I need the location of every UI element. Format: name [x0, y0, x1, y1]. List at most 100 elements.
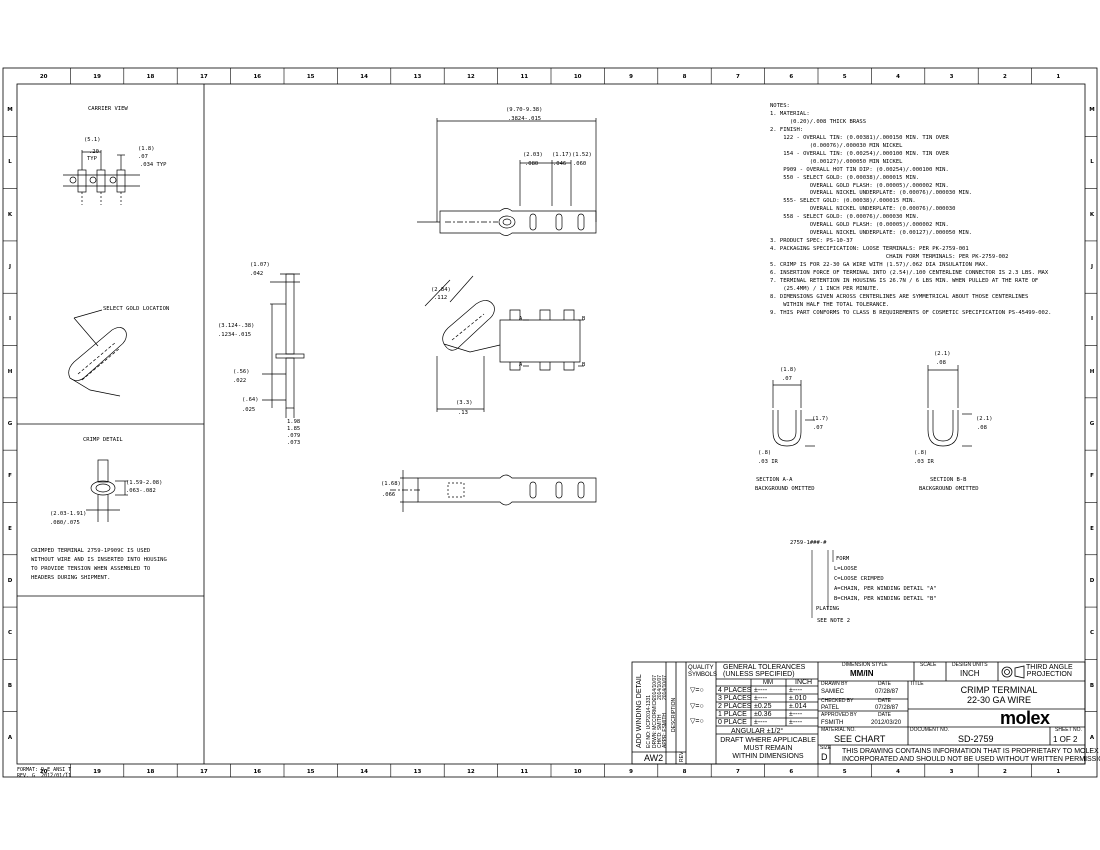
- rev-label: REV: [679, 751, 685, 762]
- scale-label: SCALE: [920, 662, 937, 668]
- zone-row-l-H: H: [7, 368, 13, 375]
- iso-section-b-top: B: [582, 316, 586, 322]
- design-units: INCH: [960, 669, 980, 678]
- quality-symbol-1: ▽=○: [690, 687, 704, 694]
- crimp-note: CRIMPED TERMINAL 2759-1P909C IS USED WIT…: [31, 548, 167, 581]
- zone-col-bot-11: 11: [520, 769, 529, 775]
- zone-col-bot-13: 13: [413, 769, 422, 775]
- note-line: OVERALL GOLD FLASH: (0.00005)/.000002 MI…: [770, 222, 949, 229]
- carrier-view-title: CARRIER VIEW: [88, 106, 128, 112]
- section-aa-dim-ir: (.8): [758, 450, 772, 456]
- zone-col-top-12: 12: [467, 74, 475, 80]
- rev-date-3: 2014/10/07: [662, 674, 668, 700]
- design-units-label: DESIGN UNITS: [952, 662, 988, 668]
- zone-col-top-20: 20: [39, 74, 48, 80]
- zone-row-r-C: C: [1089, 630, 1095, 637]
- zone-row-r-A: A: [1089, 734, 1095, 741]
- material-no: SEE CHART: [834, 734, 886, 744]
- zone-row-r-B: B: [1089, 682, 1095, 689]
- crimp-dim-a-in: .063-.082: [126, 488, 156, 494]
- zone-col-bot-2: 2: [1002, 769, 1007, 775]
- zone-col-bot-19: 19: [93, 769, 101, 775]
- rev-title: ADD WINDING DETAIL: [636, 674, 643, 748]
- zone-row-l-K: K: [7, 211, 13, 218]
- zone-col-bot-1: 1: [1056, 769, 1061, 775]
- zone-col-top-5: 5: [842, 74, 847, 80]
- drawn-date-label: DATE: [878, 681, 891, 687]
- zone-col-bot-17: 17: [200, 769, 208, 775]
- note-line: 3. PRODUCT SPEC: PS-10-37: [770, 238, 853, 245]
- zone-row-l-C: C: [7, 630, 13, 637]
- dim-style: MM/IN: [850, 669, 874, 678]
- iso-section-a-top: A: [519, 316, 523, 322]
- zone-col-top-11: 11: [520, 74, 529, 80]
- part-code-form: FORM: [836, 556, 850, 562]
- zone-col-top-7: 7: [735, 74, 740, 80]
- iso-dim-angle: (2.84): [431, 287, 451, 293]
- zone-row-l-J: J: [8, 264, 12, 271]
- drawn-by: SAMIEC: [821, 689, 845, 695]
- section-bb-dim-w: (2.1): [934, 351, 951, 357]
- section-bb-sketch: [927, 365, 972, 447]
- iso-dim-width: (3.3): [456, 400, 473, 406]
- top-dim-2: (1.17): [552, 152, 572, 158]
- note-line: 1. MATERIAL:: [770, 110, 810, 117]
- zone-row-l-F: F: [8, 473, 12, 480]
- zone-col-top-14: 14: [360, 74, 368, 80]
- note-line: 7. TERMINAL RETENTION IN HOUSING IS 26.7…: [770, 277, 1039, 284]
- zone-col-bot-15: 15: [306, 769, 315, 775]
- carrier-dim-pitch-in: .20: [89, 149, 99, 155]
- zone-col-bot-20: 20: [39, 769, 48, 775]
- tol-label: 4 PLACES: [718, 687, 752, 694]
- section-bb-sub: BACKGROUND OMITTED: [919, 486, 979, 492]
- zone-col-top-18: 18: [146, 74, 155, 80]
- approved-date: 2012/03/20: [871, 720, 902, 726]
- note-line: 4. PACKAGING SPECIFICATION: LOOSE TERMIN…: [770, 246, 969, 253]
- zone-row-r-D: D: [1089, 577, 1095, 584]
- zone-col-bot-12: 12: [467, 769, 475, 775]
- general-notes: NOTES:1. MATERIAL: (0.20)/.008 THICK BRA…: [770, 103, 1051, 318]
- section-bb-dim-ir-in: .03 IR: [914, 459, 934, 465]
- zone-row-l-L: L: [8, 159, 12, 166]
- crimp-detail-title: CRIMP DETAIL: [83, 437, 123, 443]
- top-dim-2-in: .046: [553, 161, 567, 167]
- bottom-dim-h: (1.68): [381, 481, 401, 487]
- zone-col-top-2: 2: [1002, 74, 1007, 80]
- molex-logo: molex: [1000, 708, 1050, 728]
- checked-by: PATEL: [821, 705, 840, 711]
- note-line: OVERALL NICKEL UNDERPLATE: (0.00127)/.00…: [770, 230, 972, 237]
- zone-row-r-I: I: [1090, 316, 1094, 323]
- draft-note: DRAFT WHERE APPLICABLE MUST REMAIN WITHI…: [720, 737, 816, 760]
- crimp-dim-b: (2.03-1.91): [50, 511, 87, 517]
- top-dim-1-in: .080: [525, 161, 539, 167]
- zone-col-bot-18: 18: [146, 769, 155, 775]
- tol-inch: ±----: [789, 687, 803, 694]
- iso-view-terminal: [424, 275, 584, 412]
- note-line: OVERALL NICKEL UNDERPLATE: (0.00076)/.00…: [770, 190, 972, 197]
- zone-row-r-G: G: [1089, 421, 1095, 427]
- part-code-b: B=CHAIN, PER WINDING DETAIL "B": [834, 596, 937, 602]
- checked-date-label: DATE: [878, 698, 891, 704]
- top-view-terminal: [417, 118, 597, 236]
- section-aa-dim-h-in: .07: [813, 425, 823, 431]
- part-code: 2759-1###-#: [790, 540, 827, 546]
- zone-col-top-3: 3: [949, 74, 954, 80]
- tol-mm: ±----: [754, 695, 768, 702]
- checked-date: 07/28/87: [875, 705, 899, 711]
- tol-inch: ±----: [789, 711, 803, 718]
- side-dim-mid-in: .022: [233, 378, 247, 384]
- note-line: NOTES:: [770, 103, 790, 109]
- section-aa-title: SECTION A-A: [756, 477, 793, 483]
- zone-col-top-16: 16: [253, 74, 262, 80]
- format-label: FORMAT: D_E_ANSI_T: [17, 767, 72, 773]
- part-code-l: L=LOOSE: [834, 566, 858, 572]
- zone-row-l-A: A: [7, 734, 13, 741]
- title-block-lines: [631, 661, 1086, 765]
- zone-col-top-10: 10: [573, 74, 582, 80]
- top-dim-overall: (9.70-9.38): [506, 107, 543, 113]
- rev-appr: APPR: FSMITH: [662, 712, 668, 748]
- note-line: 5. CRIMP IS FOR 22-30 GA WIRE WITH (1.57…: [770, 262, 989, 269]
- zone-col-top-4: 4: [896, 74, 900, 80]
- note-line: (0.00076)/.000030 MIN NICKEL: [770, 142, 903, 149]
- rev-block: [633, 752, 643, 762]
